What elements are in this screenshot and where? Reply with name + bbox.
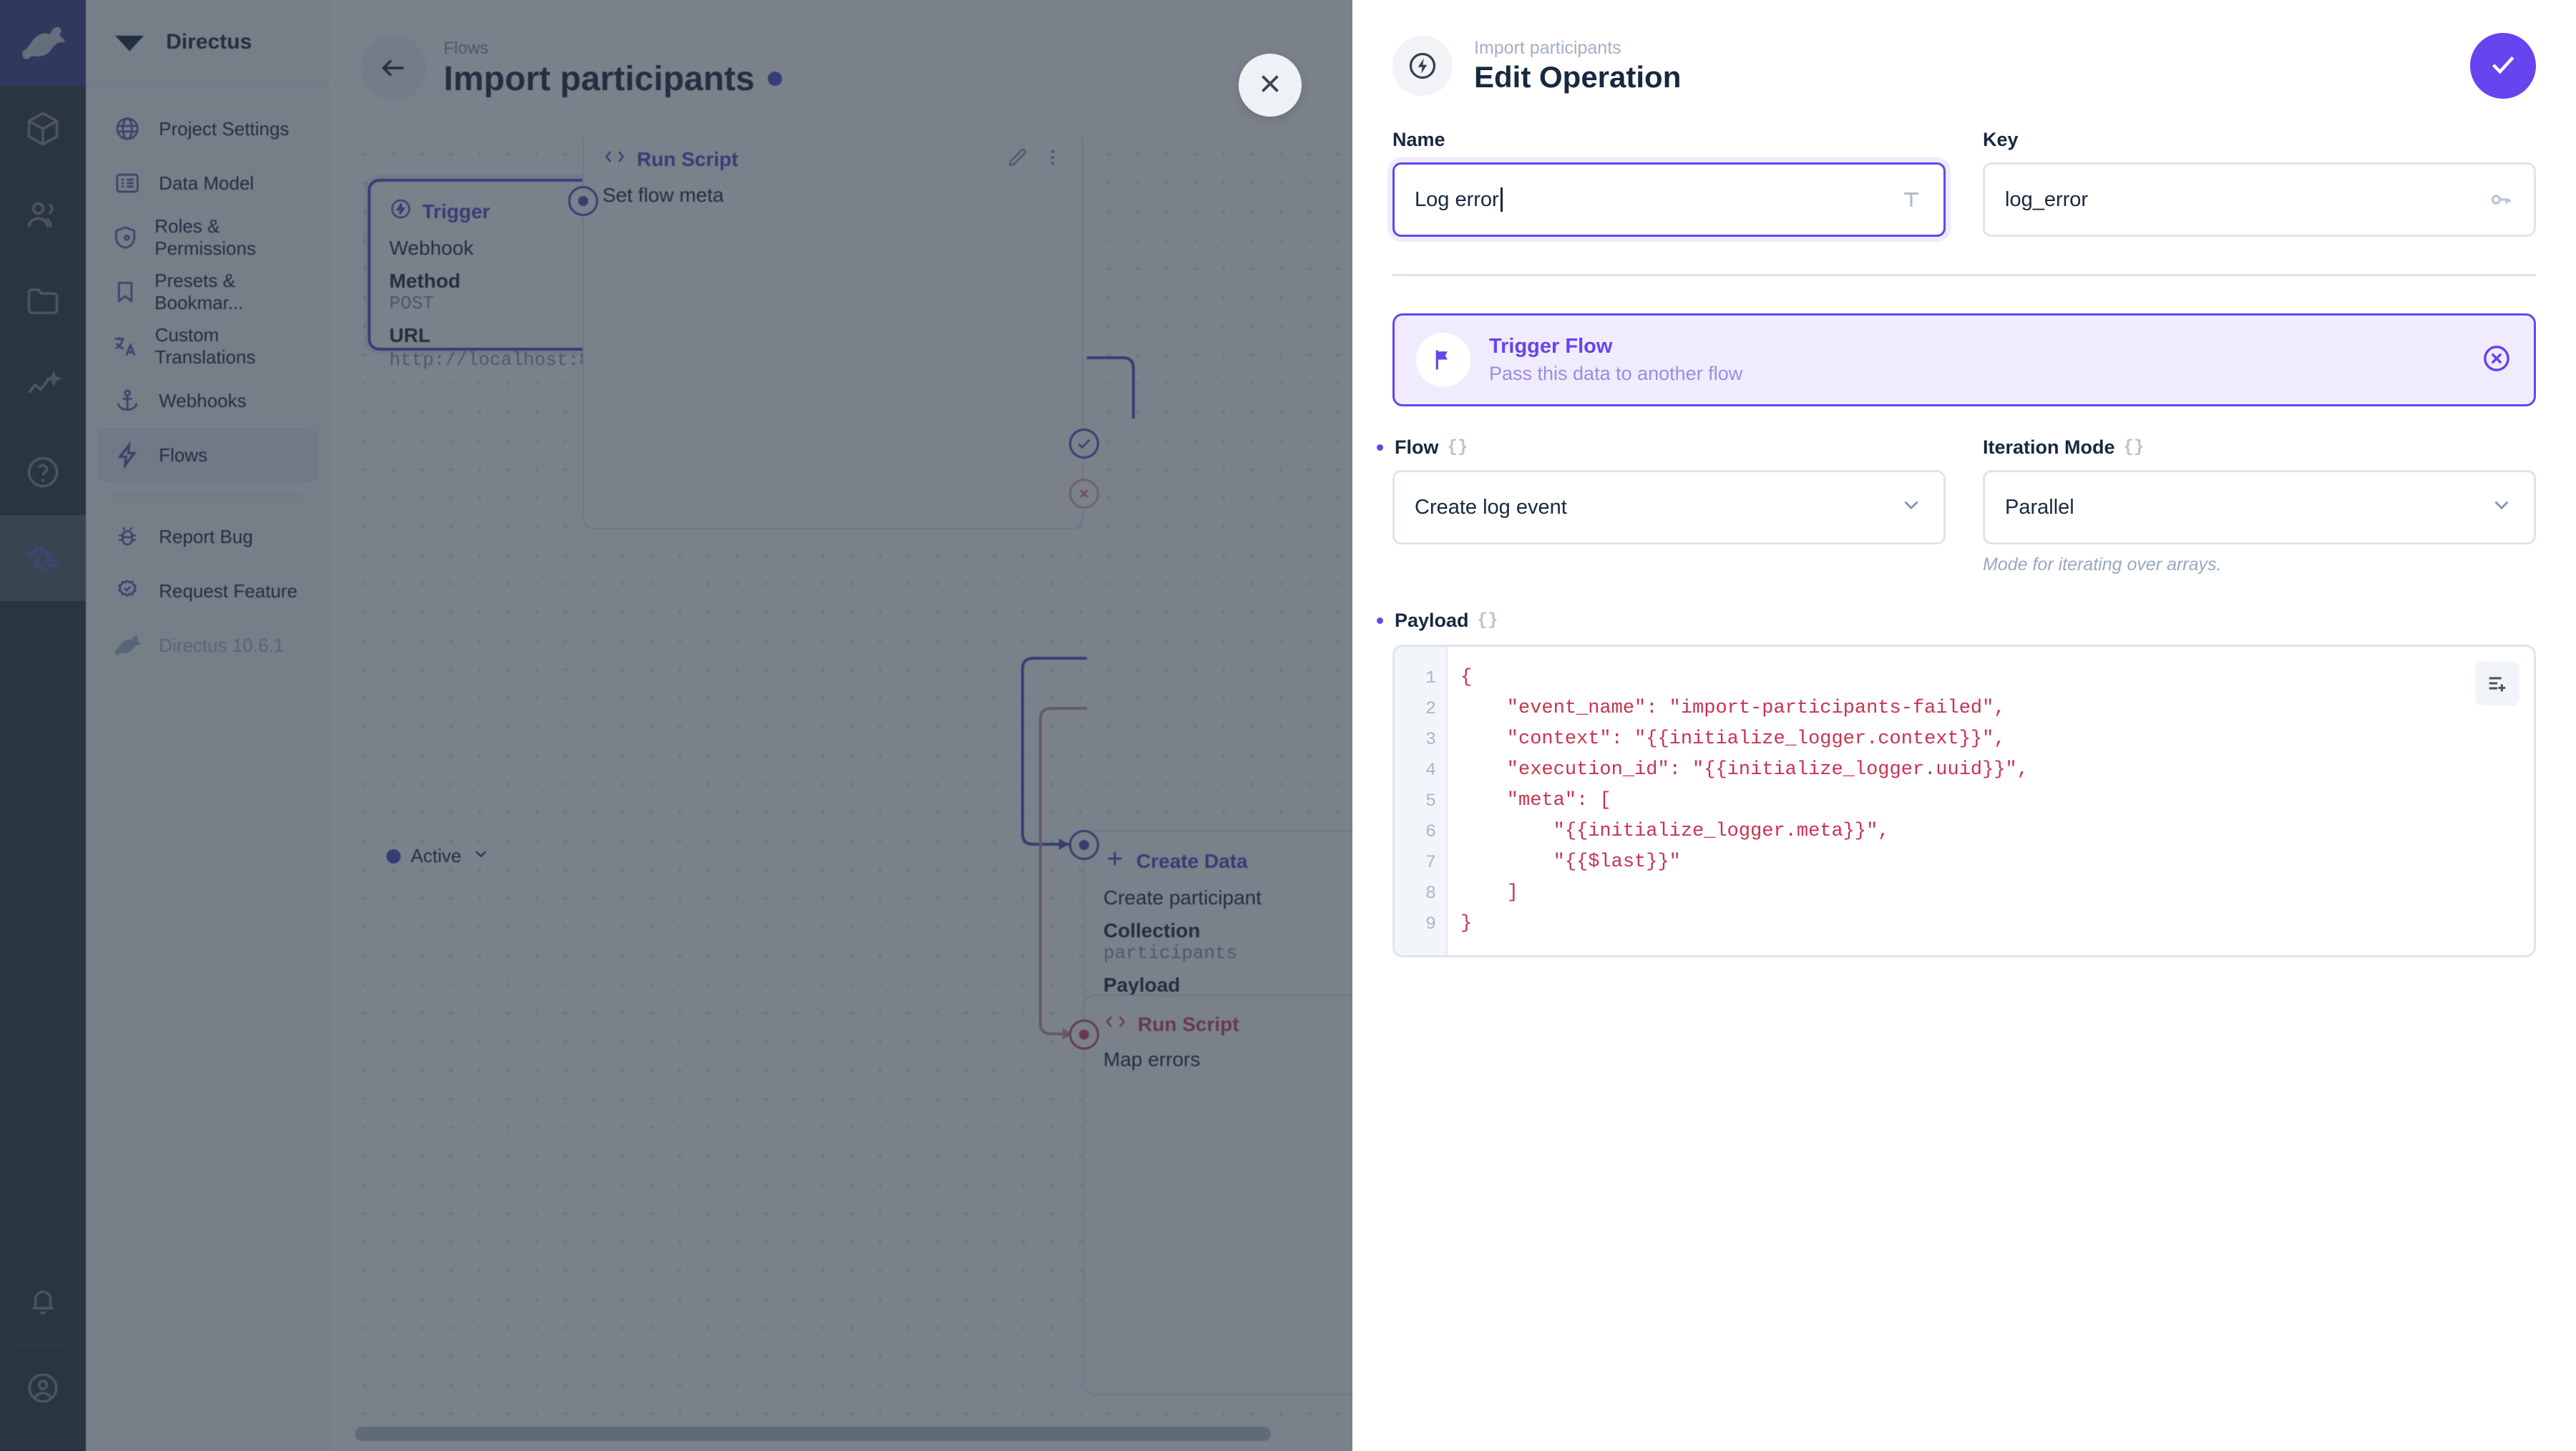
- key-icon: [2488, 187, 2514, 212]
- flow-field-label: Flow {}: [1392, 436, 1946, 459]
- line-number: 8: [1425, 883, 1436, 904]
- line-number: 2: [1425, 698, 1436, 719]
- operation-card-description: Pass this data to another flow: [1489, 363, 1743, 385]
- operation-card-title: Trigger Flow: [1489, 335, 1613, 358]
- code-gutter: 1 2 3 4 5 6 7 8 9: [1395, 647, 1448, 955]
- text-format-icon: [1899, 187, 1923, 212]
- line-number: 5: [1425, 791, 1436, 811]
- close-icon: [1255, 69, 1285, 102]
- iteration-select-value: Parallel: [2005, 495, 2074, 519]
- payload-code-editor[interactable]: 1 2 3 4 5 6 7 8 9 { "event_name": "impor…: [1392, 645, 2536, 957]
- payload-row: Payload {} 1 2 3 4 5 6 7 8: [1392, 610, 2536, 957]
- drawer-titles: Import participants Edit Operation: [1474, 36, 2449, 96]
- chevron-down-icon: [1899, 492, 1923, 522]
- drawer-breadcrumb: Import participants: [1474, 37, 1621, 58]
- trigger-bolt-circle-icon: [1392, 36, 1453, 96]
- text-caret: [1500, 187, 1503, 212]
- payload-label-text: Payload: [1395, 610, 1469, 631]
- key-input-value: log_error: [2005, 187, 2089, 211]
- line-number: 6: [1425, 821, 1436, 842]
- section-divider: [1392, 274, 2536, 276]
- flow-label-text: Flow: [1395, 436, 1439, 458]
- operation-card-text: Trigger Flow Pass this data to another f…: [1489, 333, 2462, 387]
- flow-iteration-row: Flow {} Create log event Iteration Mode …: [1392, 436, 2536, 575]
- name-field-group: Name Log error: [1392, 129, 1946, 237]
- operation-type-card[interactable]: Trigger Flow Pass this data to another f…: [1392, 313, 2536, 406]
- iteration-mode-select[interactable]: Parallel: [1983, 470, 2536, 544]
- iteration-field-label: Iteration Mode {}: [1983, 436, 2536, 459]
- flow-braces: {}: [1447, 438, 1468, 457]
- flag-icon: [1416, 333, 1470, 387]
- key-field-label: Key: [1983, 129, 2019, 150]
- name-field-label: Name: [1392, 129, 1445, 150]
- edit-operation-drawer: Import participants Edit Operation Name …: [1352, 0, 2576, 1451]
- line-number: 1: [1425, 668, 1436, 688]
- iteration-braces: {}: [2123, 438, 2145, 457]
- payload-code-text: { "event_name": "import-participants-fai…: [1460, 667, 2029, 934]
- chevron-down-icon: [2489, 492, 2514, 522]
- key-field-group: Key log_error: [1983, 129, 2536, 237]
- line-number: 4: [1425, 760, 1436, 781]
- name-input[interactable]: Log error: [1392, 162, 1946, 237]
- check-icon: [2487, 48, 2519, 84]
- drawer-header: Import participants Edit Operation: [1352, 0, 2576, 99]
- save-button[interactable]: [2470, 33, 2536, 99]
- payload-field-group: Payload {} 1 2 3 4 5 6 7 8: [1392, 610, 2536, 957]
- code-area[interactable]: { "event_name": "import-participants-fai…: [1448, 647, 2534, 955]
- name-input-value: Log error: [1415, 187, 1499, 211]
- flow-select[interactable]: Create log event: [1392, 470, 1946, 544]
- iteration-hint: Mode for iterating over arrays.: [1983, 554, 2222, 575]
- line-number: 7: [1425, 852, 1436, 873]
- payload-field-label: Payload {}: [1392, 610, 2536, 632]
- cancel-circle-icon[interactable]: [2481, 343, 2512, 378]
- payload-braces: {}: [1477, 611, 1498, 630]
- drawer-body: Name Log error Key log_error: [1352, 129, 2576, 957]
- flow-select-value: Create log event: [1415, 495, 1567, 519]
- line-number: 3: [1425, 729, 1436, 750]
- close-drawer-button[interactable]: [1239, 54, 1302, 117]
- insert-lines-icon[interactable]: [2475, 661, 2519, 705]
- key-input[interactable]: log_error: [1983, 162, 2536, 237]
- drawer-title: Edit Operation: [1474, 60, 1682, 94]
- modal-backdrop[interactable]: [0, 0, 1352, 1451]
- flow-field-group: Flow {} Create log event: [1392, 436, 1946, 575]
- iteration-label-text: Iteration Mode: [1983, 436, 2115, 458]
- line-number: 9: [1425, 914, 1436, 934]
- name-key-row: Name Log error Key log_error: [1392, 129, 2536, 237]
- iteration-field-group: Iteration Mode {} Parallel Mode for iter…: [1983, 436, 2536, 575]
